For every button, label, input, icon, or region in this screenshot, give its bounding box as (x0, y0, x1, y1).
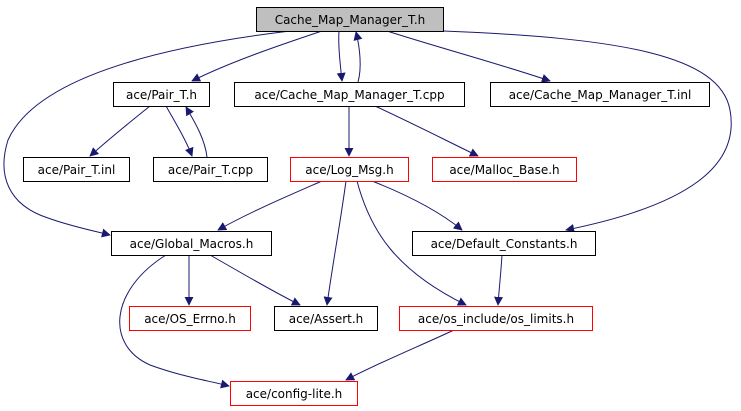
edge-log_msg-to-assert (323, 180, 347, 306)
node-label: ace/Assert.h (289, 312, 364, 326)
node-label: ace/Pair_T.h (126, 88, 197, 102)
edge-root-to-cmm_inl (386, 30, 551, 83)
edge-default_constants-to-os_limits (494, 254, 504, 306)
edge-root-to-global_macros (3, 30, 291, 238)
node-box[interactable] (23, 157, 130, 182)
node-log-msg[interactable]: ace/Log_Msg.h (290, 157, 409, 182)
node-box[interactable] (290, 157, 409, 182)
node-label: ace/OS_Errno.h (144, 312, 236, 326)
node-default-constants[interactable]: ace/Default_Constants.h (412, 231, 596, 256)
node-assert[interactable]: ace/Assert.h (274, 306, 378, 331)
edge-log_msg-to-os_limits (356, 180, 467, 306)
node-label: ace/Global_Macros.h (130, 237, 254, 251)
node-box[interactable] (153, 157, 268, 182)
node-box[interactable] (111, 231, 272, 256)
edge-log_msg-to-global_macros (217, 180, 323, 231)
node-os-limits[interactable]: ace/os_include/os_limits.h (399, 306, 593, 331)
node-root[interactable]: Cache_Map_Manager_T.h (256, 7, 444, 32)
node-pair-h[interactable]: ace/Pair_T.h (113, 82, 210, 107)
edge-root-to-default_constants (442, 30, 732, 233)
node-label: ace/Default_Constants.h (431, 237, 578, 251)
node-box[interactable] (412, 231, 596, 256)
node-pair-cpp[interactable]: ace/Pair_T.cpp (153, 157, 268, 182)
edge-root-to-pair_h (191, 30, 323, 82)
node-os-errno[interactable]: ace/OS_Errno.h (129, 306, 251, 331)
edge-root-to-cmm_cpp (336, 30, 346, 82)
edge-global_macros-to-config_lite (119, 254, 230, 389)
node-label: Cache_Map_Manager_T.h (275, 13, 426, 27)
node-cmm-inl[interactable]: ace/Cache_Map_Manager_T.inl (490, 82, 710, 107)
edge-pair_h-to-pair_cpp (165, 105, 194, 157)
edge-pair_cpp-to-pair_h (185, 106, 208, 158)
edges-layer (3, 30, 732, 389)
node-box[interactable] (432, 157, 577, 182)
node-label: ace/Log_Msg.h (305, 163, 393, 177)
node-box[interactable] (234, 82, 465, 107)
node-label: ace/Malloc_Base.h (449, 163, 559, 177)
node-box[interactable] (399, 306, 593, 331)
edge-cmm_cpp-to-malloc_base (374, 105, 479, 157)
node-box[interactable] (490, 82, 710, 107)
node-label: ace/Cache_Map_Manager_T.inl (509, 88, 692, 102)
node-box[interactable] (230, 381, 358, 406)
edge-log_msg-to-default_constants (371, 180, 463, 231)
node-label: ace/config-lite.h (246, 387, 343, 401)
edge-global_macros-to-assert (209, 254, 301, 306)
edge-pair_h-to-pair_inl (89, 105, 151, 157)
node-cmm-cpp[interactable]: ace/Cache_Map_Manager_T.cpp (234, 82, 465, 107)
node-global-macros[interactable]: ace/Global_Macros.h (111, 231, 272, 256)
edge-cmm_cpp-to-root (353, 31, 363, 83)
node-box[interactable] (274, 306, 378, 331)
node-label: ace/Pair_T.cpp (168, 163, 253, 177)
node-box[interactable] (113, 82, 210, 107)
node-label: ace/os_include/os_limits.h (418, 312, 574, 326)
node-malloc-base[interactable]: ace/Malloc_Base.h (432, 157, 577, 182)
node-label: ace/Pair_T.inl (38, 163, 116, 177)
nodes-layer: Cache_Map_Manager_T.h ace/Pair_T.h ace/Cac… (23, 7, 710, 406)
node-config-lite[interactable]: ace/config-lite.h (230, 381, 358, 406)
edge-os_limits-to-config_lite (345, 329, 455, 381)
node-box[interactable] (256, 7, 444, 32)
node-pair-inl[interactable]: ace/Pair_T.inl (23, 157, 130, 182)
node-box[interactable] (129, 306, 251, 331)
node-label: ace/Cache_Map_Manager_T.cpp (254, 88, 444, 102)
